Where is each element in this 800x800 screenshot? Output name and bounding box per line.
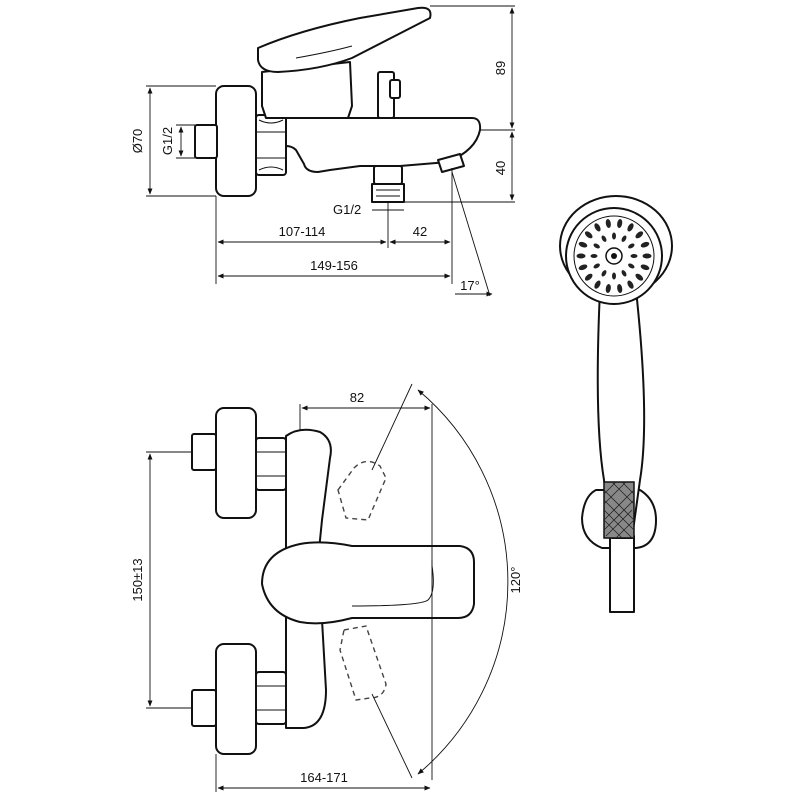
dim-height-bottom: 40: [493, 161, 508, 175]
side-view: [194, 6, 482, 203]
side-lever-handle: [257, 6, 432, 73]
nozzle: [627, 223, 634, 232]
side-cartridge-housing: [261, 61, 353, 119]
nozzle: [584, 273, 593, 281]
side-view-dimensions: Ø70 G1/2 89 40 G1/2 107-114 42 149-156 1…: [130, 5, 515, 297]
side-hex-nut: [255, 114, 287, 176]
nozzle: [594, 280, 601, 289]
nozzle: [627, 280, 634, 289]
nozzle: [605, 284, 611, 293]
nozzle: [601, 270, 607, 277]
dim-handle-offset: 82: [350, 390, 364, 405]
front-handle-position-down: [339, 625, 387, 701]
nozzle: [593, 243, 600, 249]
front-lever-handle: [261, 541, 475, 625]
nozzle: [612, 232, 616, 240]
hand-shower-hose: [609, 535, 635, 613]
hand-shower-nozzles: [576, 219, 652, 293]
nozzle: [605, 219, 611, 228]
nozzle: [578, 241, 588, 248]
nozzle: [617, 219, 623, 228]
side-mixer-body: [285, 117, 482, 173]
hand-shower-head-ring: [573, 215, 655, 297]
nozzle: [640, 241, 650, 248]
front-lower-nut: [255, 671, 287, 725]
side-shower-outlet: [371, 165, 405, 203]
nozzle: [612, 272, 616, 280]
nozzle: [628, 243, 635, 249]
front-upper-rosette: [215, 407, 257, 519]
dim-diameter: Ø70: [130, 129, 145, 154]
nozzle: [635, 231, 644, 239]
nozzle: [601, 235, 607, 242]
nozzle: [642, 253, 652, 259]
dim-angle-spout: 17°: [460, 278, 480, 293]
nozzle: [617, 284, 623, 293]
hand-shower: [559, 195, 673, 613]
hand-shower-grip: [603, 481, 635, 539]
side-inlet-stub: [194, 124, 218, 159]
nozzle: [593, 263, 600, 269]
front-lower-stub: [191, 689, 217, 727]
front-view-dimensions: 82 150±13 120° 164-171: [130, 383, 523, 792]
front-upper-stub: [191, 433, 217, 471]
nozzle: [640, 264, 650, 271]
side-aerator: [437, 153, 465, 173]
dim-center-distance: 150±13: [130, 558, 145, 601]
side-rosette: [215, 85, 257, 197]
nozzle: [630, 254, 638, 258]
front-upper-nut: [255, 437, 287, 491]
dim-angle-handle: 120°: [508, 567, 523, 594]
front-lower-rosette: [215, 643, 257, 755]
nozzle: [621, 270, 627, 277]
hand-shower-grip-texture: [603, 481, 635, 539]
nozzle: [584, 231, 593, 239]
nozzle: [628, 263, 635, 269]
dim-height-top: 89: [493, 61, 508, 75]
dim-length-short: 107-114: [279, 224, 326, 239]
nozzle: [621, 235, 627, 242]
dim-length-long: 149-156: [310, 258, 358, 273]
nozzle: [578, 264, 588, 271]
nozzle: [576, 253, 586, 259]
nozzle: [594, 223, 601, 232]
dim-thread-inlet: G1/2: [160, 127, 175, 155]
dim-thread-outlet: G1/2: [333, 202, 361, 217]
side-diverter-knob: [377, 71, 401, 119]
dim-spout-offset: 42: [413, 224, 427, 239]
front-handle-position-up: [337, 460, 387, 521]
nozzle: [590, 254, 598, 258]
dim-length-total: 164-171: [300, 770, 348, 785]
nozzle: [635, 273, 644, 281]
